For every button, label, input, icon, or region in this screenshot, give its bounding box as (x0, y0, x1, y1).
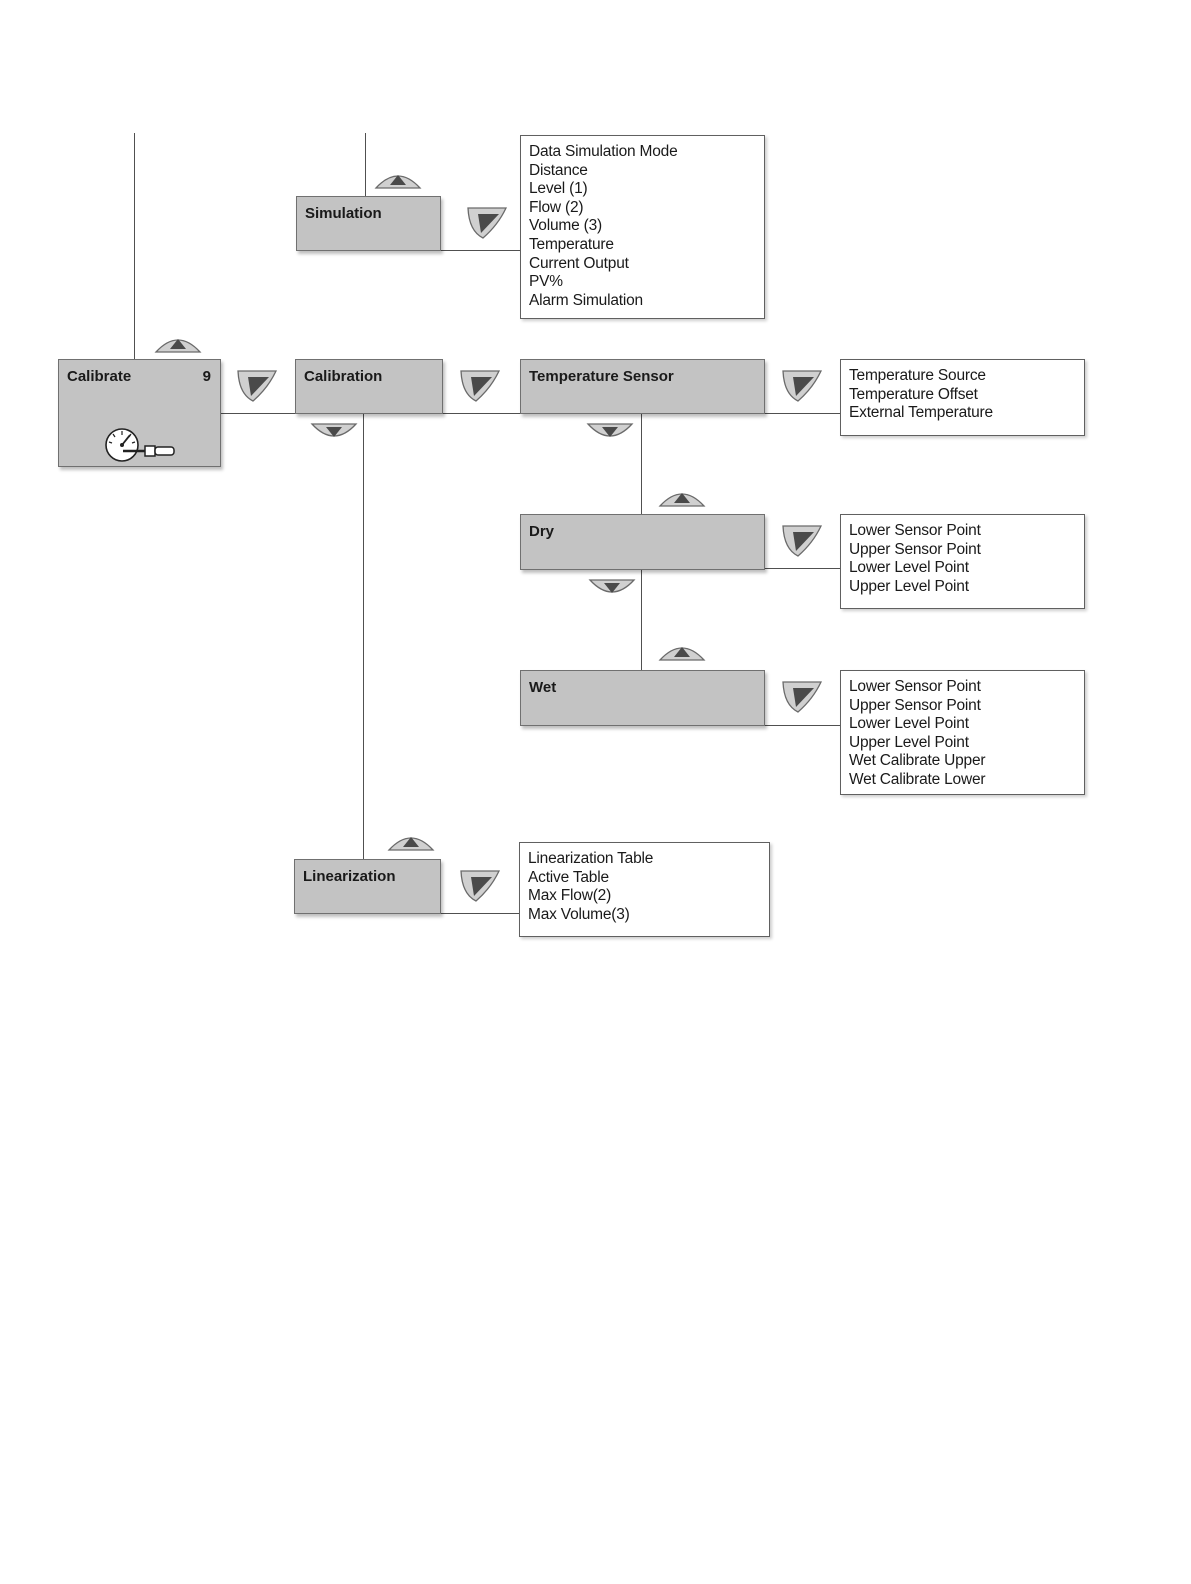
list-item: Temperature Offset (849, 385, 978, 403)
list-item: Lower Sensor Point (849, 522, 981, 539)
calibration-title: Calibration (304, 368, 383, 385)
down-arrow-button-icon[interactable] (586, 422, 634, 442)
enter-button-icon[interactable] (458, 368, 502, 404)
list-item: Data Simulation Mode (529, 143, 678, 160)
temperature-sensor-menu[interactable]: Temperature Sensor (520, 359, 765, 414)
calibrate-title: Calibrate (67, 368, 132, 385)
connector-line (134, 133, 135, 360)
list-item: Lower Level Point (849, 559, 969, 577)
up-arrow-button-icon[interactable] (154, 334, 202, 354)
wet-options: Lower Sensor Point Upper Sensor Point Lo… (840, 670, 1085, 795)
list-item: Wet Calibrate Lower (849, 770, 986, 788)
list-item: Current Output (529, 254, 629, 272)
list-item: Volume (3) (529, 217, 602, 235)
list-item: Temperature (529, 235, 614, 253)
calibrate-menu-number: 9 (202, 368, 211, 385)
list-item: Upper Sensor Point (849, 696, 981, 714)
wet-menu[interactable]: Wet (520, 670, 765, 726)
gauge-screwdriver-icon (105, 428, 175, 462)
calibration-menu[interactable]: Calibration (295, 359, 443, 414)
dry-title: Dry (529, 523, 555, 540)
simulation-title: Simulation (305, 205, 382, 222)
list-item: Max Volume(3) (528, 905, 630, 923)
list-item: Level (1) (529, 180, 588, 198)
list-item: Upper Level Point (849, 733, 969, 751)
temperature-sensor-options: Temperature Source Temperature Offset Ex… (840, 359, 1085, 436)
list-item: External Temperature (849, 404, 993, 422)
list-item: Wet Calibrate Upper (849, 752, 986, 770)
up-arrow-button-icon[interactable] (374, 170, 422, 190)
dry-menu[interactable]: Dry (520, 514, 765, 570)
list-item: Lower Sensor Point (849, 678, 981, 695)
list-item: Upper Level Point (849, 577, 969, 595)
temperature-sensor-title: Temperature Sensor (529, 368, 674, 385)
down-arrow-button-icon[interactable] (310, 422, 358, 442)
connector-line (764, 725, 840, 726)
enter-button-icon[interactable] (235, 368, 279, 404)
list-item: Alarm Simulation (529, 291, 643, 309)
down-arrow-button-icon[interactable] (588, 578, 636, 598)
linearization-title: Linearization (303, 868, 396, 885)
enter-button-icon[interactable] (465, 205, 509, 241)
up-arrow-button-icon[interactable] (658, 642, 706, 662)
list-item: Max Flow(2) (528, 887, 612, 905)
connector-line (440, 250, 520, 251)
enter-button-icon[interactable] (780, 523, 824, 559)
connector-line (363, 414, 364, 859)
enter-button-icon[interactable] (780, 368, 824, 404)
list-item: PV% (529, 273, 563, 291)
enter-button-icon[interactable] (780, 679, 824, 715)
dry-options: Lower Sensor Point Upper Sensor Point Lo… (840, 514, 1085, 609)
up-arrow-button-icon[interactable] (658, 488, 706, 508)
up-arrow-button-icon[interactable] (387, 832, 435, 852)
linearization-menu[interactable]: Linearization (294, 859, 441, 914)
connector-line (764, 568, 840, 569)
simulation-options: Data Simulation Mode Distance Level (1) … (520, 135, 765, 319)
linearization-options: Linearization Table Active Table Max Flo… (519, 842, 770, 937)
connector-line (365, 133, 366, 196)
list-item: Active Table (528, 868, 609, 886)
connector-line (641, 569, 642, 671)
list-item: Flow (2) (529, 198, 584, 216)
list-item: Upper Sensor Point (849, 540, 981, 558)
connector-line (641, 414, 642, 514)
list-item: Lower Level Point (849, 715, 969, 733)
wet-title: Wet (529, 679, 557, 696)
simulation-menu[interactable]: Simulation (296, 196, 441, 251)
calibrate-menu[interactable]: Calibrate 9 (58, 359, 221, 467)
enter-button-icon[interactable] (458, 868, 502, 904)
list-item: Temperature Source (849, 367, 986, 384)
list-item: Distance (529, 161, 588, 179)
list-item: Linearization Table (528, 850, 654, 867)
connector-line (440, 913, 520, 914)
